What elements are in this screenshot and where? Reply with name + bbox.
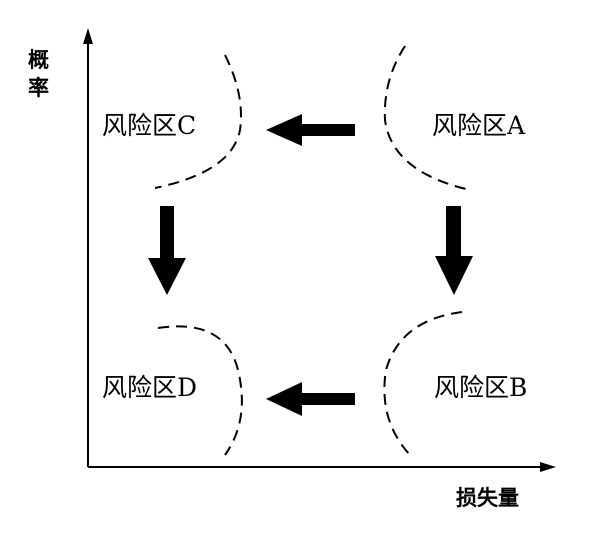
y-axis-arrowhead	[83, 28, 93, 44]
x-axis-label: 损失量	[456, 486, 519, 510]
zone-c-label: 风险区C	[102, 111, 197, 140]
arrow-b-to-d	[266, 382, 355, 416]
arrow-c-to-d	[148, 206, 186, 295]
y-axis-label-line2: 率	[28, 76, 49, 100]
zone-b-boundary	[383, 311, 463, 456]
zone-d-label: 风险区D	[102, 373, 198, 402]
x-axis-arrowhead	[540, 462, 556, 472]
zone-a-label: 风险区A	[432, 111, 526, 140]
y-axis-label-line1: 概	[28, 48, 49, 72]
arrow-a-to-b	[435, 206, 473, 295]
zone-a-boundary	[383, 45, 471, 191]
zone-c-boundary	[154, 54, 242, 189]
zone-d-boundary	[157, 325, 243, 456]
zone-b-label: 风险区B	[434, 373, 528, 402]
arrow-a-to-c	[266, 114, 355, 146]
